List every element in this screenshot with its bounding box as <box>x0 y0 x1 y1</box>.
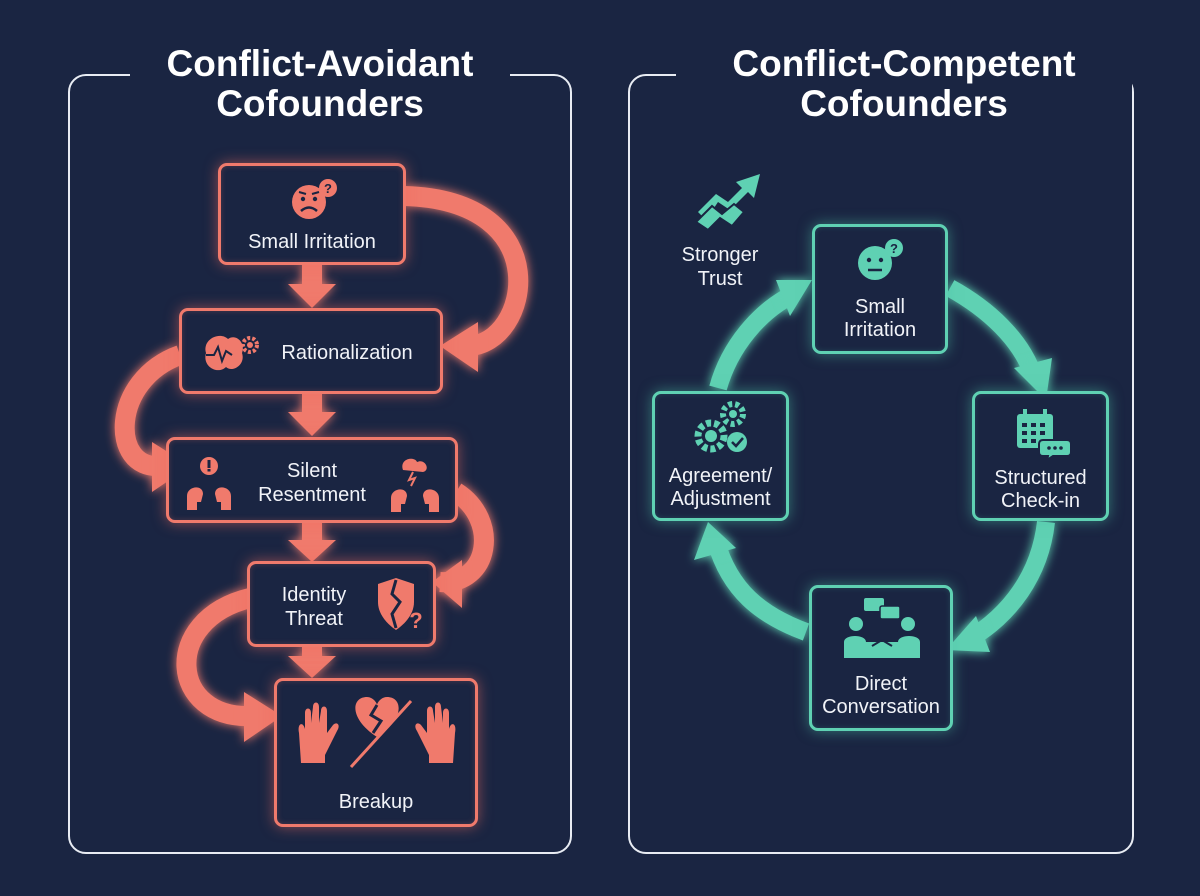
stronger-trust-label-2: Trust <box>697 268 743 290</box>
cycle-arrow-to-irritation <box>709 288 795 391</box>
handshake-people-icon <box>844 598 920 658</box>
cycle-arrow-to-conversation <box>963 520 1055 648</box>
down-arrow-4 <box>288 646 336 678</box>
hands-broken-heart-icon <box>298 697 456 769</box>
cycle-arrow-to-checkin <box>945 280 1041 376</box>
calendar-chat-icon <box>1017 409 1072 460</box>
down-arrow-3 <box>288 522 336 562</box>
agreement-label-2: Adjustment <box>670 488 771 510</box>
step-silent-resentment: Silent Resentment <box>166 437 458 523</box>
small-irritation-right-label-1: Small <box>854 296 905 318</box>
agreement-label-1: Agreement/ <box>668 465 773 487</box>
checkin-label-2: Check-in <box>1001 490 1080 512</box>
conversation-label-1: Direct <box>854 673 908 695</box>
step-breakup: Breakup <box>274 678 478 827</box>
handshake-arrow-icon <box>694 174 760 232</box>
curve-head-4 <box>244 692 282 742</box>
svg-text:?: ? <box>890 241 898 256</box>
curve-head-1 <box>440 322 478 372</box>
worried-face-icon-right: ? <box>858 239 903 280</box>
curve-head-3 <box>432 560 462 608</box>
checkin-label-1: Structured <box>994 467 1087 489</box>
brain-gear-icon <box>205 335 259 371</box>
step-small-irritation-right: ? Small Irritation <box>812 224 948 354</box>
left-title-line2: Cofounders <box>216 83 424 124</box>
silent-resentment-label-2: Resentment <box>258 484 366 506</box>
breakup-label: Breakup <box>338 791 414 813</box>
conversation-label-2: Conversation <box>822 696 940 718</box>
cycle-head-1 <box>1014 358 1052 400</box>
right-title-line2: Cofounders <box>800 83 1008 124</box>
cycle-head-2 <box>946 616 990 652</box>
rationalization-label: Rationalization <box>281 342 413 364</box>
down-arrow-2 <box>288 394 336 436</box>
step-direct-conversation: Direct Conversation <box>809 585 953 731</box>
identity-threat-label-2: Threat <box>285 608 343 630</box>
gears-check-icon <box>694 401 747 453</box>
curve-arrow-rationalization-to-resentment <box>114 345 184 477</box>
worried-face-icon: ? <box>292 179 337 219</box>
right-title-line1: Conflict-Competent <box>732 43 1076 84</box>
silent-resentment-label-1: Silent <box>286 460 338 482</box>
cycle-arrow-to-agreement <box>707 539 810 641</box>
stronger-trust-label-1: Stronger <box>681 244 759 266</box>
right-panel-title: Conflict-Competent Cofounders <box>676 44 1132 124</box>
identity-threat-label-1: Identity <box>281 584 347 606</box>
small-irritation-right-label-2: Irritation <box>843 319 917 341</box>
broken-shield-question-icon: ? <box>378 578 423 633</box>
left-title-line1: Conflict-Avoidant <box>166 43 474 84</box>
left-panel-title: Conflict-Avoidant Cofounders <box>130 44 510 124</box>
curve-arrow-irritation-to-rationalization <box>403 186 529 356</box>
step-agreement-adjustment: Agreement/ Adjustment <box>652 391 789 521</box>
down-arrow-1 <box>288 264 336 308</box>
cycle-head-4 <box>776 280 812 316</box>
svg-text:?: ? <box>324 181 332 196</box>
step-identity-threat: Identity Threat ? <box>247 561 436 647</box>
curve-arrow-threat-to-breakup <box>176 588 253 727</box>
cycle-head-3 <box>694 522 736 560</box>
step-small-irritation-left: ? Small Irritation <box>218 163 406 265</box>
heads-storm-icon <box>391 458 439 512</box>
small-irritation-label: Small Irritation <box>248 231 376 253</box>
svg-text:?: ? <box>409 608 422 633</box>
step-rationalization: Rationalization <box>179 308 443 394</box>
step-structured-checkin: Structured Check-in <box>972 391 1109 521</box>
heads-exclamation-icon <box>187 457 231 510</box>
